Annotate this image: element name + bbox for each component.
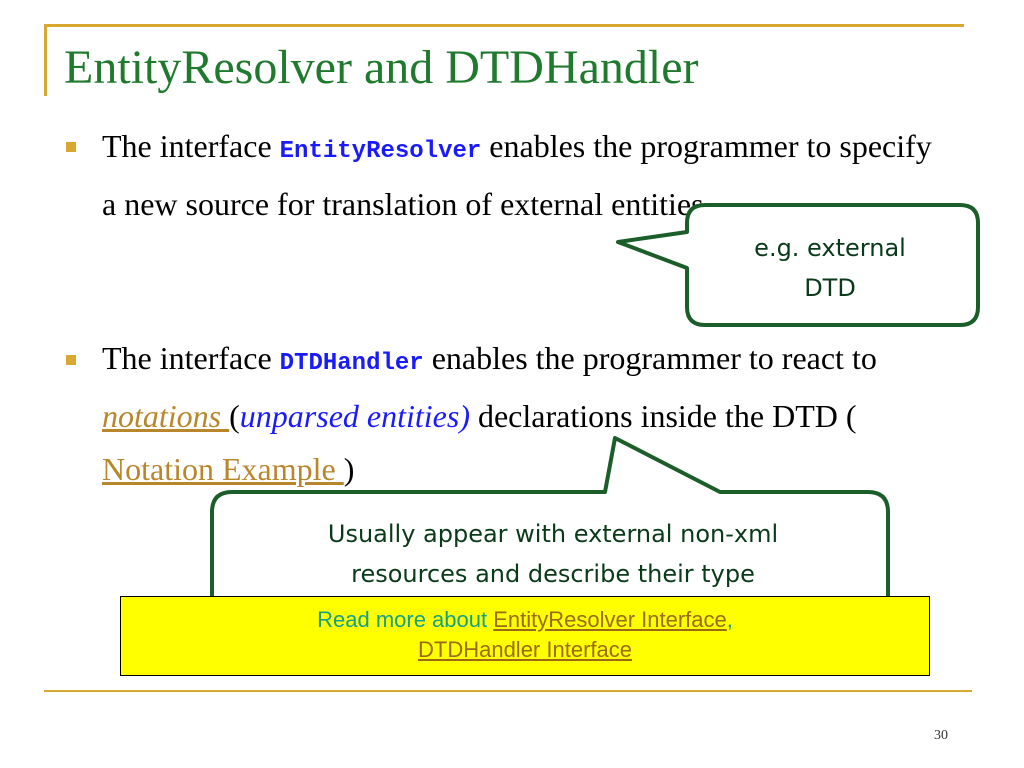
unparsed-entities-text: unparsed entities) <box>239 398 470 434</box>
bullet-text-2: The interface DTDHandler enables the pro… <box>102 332 932 496</box>
callout-1-text: e.g. external DTD <box>690 228 970 308</box>
bullet2-end: ) <box>343 451 355 487</box>
slide-title: EntityResolver and DTDHandler <box>64 41 699 94</box>
bottom-rule <box>44 690 972 692</box>
bullet2-pre: The interface <box>102 340 280 376</box>
entityresolver-interface-link[interactable]: EntityResolver Interface <box>493 607 727 632</box>
notation-example-link[interactable]: Notation Example <box>102 451 344 487</box>
bullet-marker-1 <box>66 142 76 152</box>
bullet2-mid1: enables the programmer to react to <box>423 340 877 376</box>
page-number: 30 <box>934 728 948 743</box>
dtdhandler-code: DTDHandler <box>279 350 424 377</box>
bullet2-mid2: ( <box>229 398 240 434</box>
callout-2-text: Usually appear with external non-xml res… <box>218 514 888 594</box>
left-frame-line <box>44 24 47 96</box>
callout-1-shape <box>616 203 980 327</box>
dtdhandler-interface-link[interactable]: DTDHandler Interface <box>418 637 632 662</box>
entityresolver-code: EntityResolver <box>279 138 482 165</box>
callout-1-line1: e.g. external <box>754 234 906 262</box>
bullet-marker-2 <box>66 355 76 365</box>
bullet-text-1: The interface EntityResolver enables the… <box>102 120 932 231</box>
callout-2-shape <box>210 436 890 602</box>
callout-2-line2: resources and describe their type <box>351 560 755 588</box>
notations-link[interactable]: notations <box>102 398 230 434</box>
callout-1-line2: DTD <box>804 274 856 302</box>
bullet1-pre: The interface <box>102 128 280 164</box>
bullet2-mid3: declarations inside the DTD ( <box>469 398 857 434</box>
read-more-box: Read more about EntityResolver Interface… <box>120 596 930 676</box>
read-more-lead: Read more about <box>317 607 494 632</box>
top-frame-line <box>44 24 964 27</box>
bullet1-post: enables the programmer to specify a new … <box>102 128 932 222</box>
read-more-comma: , <box>726 607 733 632</box>
callout-2-line1: Usually appear with external non-xml <box>327 520 779 548</box>
